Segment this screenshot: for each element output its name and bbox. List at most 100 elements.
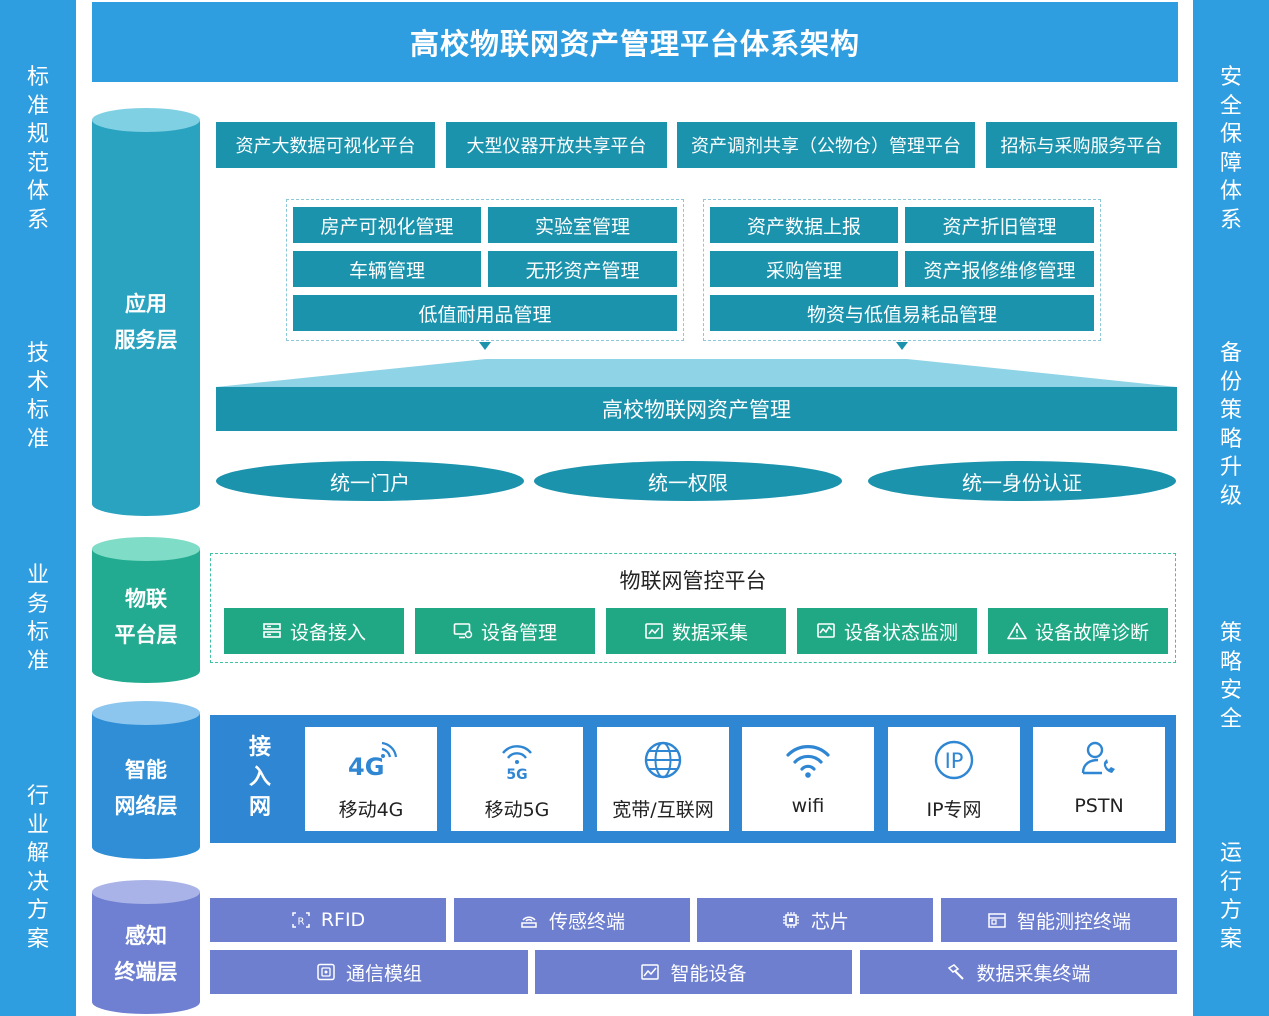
4g-signal-icon: 4G	[348, 741, 398, 781]
side-char: 案	[26, 926, 49, 952]
security-system-label: 安 全 保 障 体 系	[1193, 64, 1269, 235]
operation-plan-label: 运 行 方 案	[1193, 840, 1269, 954]
side-char: 备	[1219, 341, 1242, 366]
phone-user-icon	[1081, 741, 1115, 775]
net-card-broadband: 宽带/互联网	[597, 727, 729, 831]
net-card-wifi: wifi	[742, 727, 874, 831]
iot-platform-frame	[210, 553, 1176, 663]
side-char: 份	[1219, 369, 1242, 395]
side-char: 级	[1219, 483, 1242, 509]
unified-permission: 统一权限	[534, 461, 842, 501]
chip-icon	[782, 912, 799, 928]
side-char: 方	[26, 898, 49, 923]
module-housing-visualization: 房产可视化管理	[293, 207, 481, 243]
wifi-icon	[786, 745, 830, 778]
side-char: 运	[1219, 841, 1242, 866]
module-vehicle: 车辆管理	[293, 251, 481, 287]
side-char: 安	[1219, 65, 1242, 90]
side-char: 全	[1219, 706, 1242, 732]
side-char: 系	[1219, 207, 1242, 233]
side-char: 行	[1219, 869, 1242, 895]
unified-portal: 统一门户	[216, 461, 524, 501]
side-char: 决	[26, 869, 49, 895]
arrow-down-icon	[896, 342, 908, 350]
platform-visualization: 资产大数据可视化平台	[216, 122, 435, 168]
term-layer-cylinder: 感知 终端层	[92, 880, 200, 1014]
iot-item-label: 设备状态监测	[843, 621, 958, 644]
access-network-label: 接 入 网	[244, 733, 276, 823]
side-char: 解	[26, 841, 49, 866]
side-char: 体	[26, 179, 49, 204]
module-data-report: 资产数据上报	[710, 207, 898, 243]
net-item-label: 移动5G	[484, 799, 550, 821]
iot-data-collect: 数据采集	[606, 608, 786, 654]
control-terminal-icon	[988, 913, 1006, 928]
net-item-label: 宽带/互联网	[612, 799, 714, 821]
industry-solution-label: 行 业 解 决 方 案	[0, 783, 76, 954]
module-repair: 资产报修维修管理	[905, 251, 1094, 287]
left-sidebar: 标 准 规 范 体 系 技 术 标 准 业 务 标 准 行 业 解 决 方 案	[0, 0, 76, 1016]
side-char: 安	[1219, 678, 1242, 703]
term-layer-label-1: 感知	[125, 924, 167, 948]
module-consumables: 物资与低值易耗品管理	[710, 295, 1094, 331]
side-char: 准	[26, 648, 49, 674]
iot-status-monitor: 设备状态监测	[797, 608, 977, 654]
side-char: 策	[1219, 621, 1242, 646]
core-platform-shape	[216, 359, 1177, 431]
ip-badge-text: IP	[945, 749, 964, 773]
iot-layer-label-2: 平台层	[114, 623, 178, 647]
side-char: 体	[1219, 179, 1242, 204]
side-char: 准	[26, 93, 49, 119]
tech-standard-label: 技 术 标 准	[0, 340, 76, 454]
standard-system-label: 标 准 规 范 体 系	[0, 64, 76, 235]
side-char: 标	[26, 398, 49, 423]
term-layer-label-2: 终端层	[114, 960, 178, 984]
net-item-label: 移动4G	[338, 799, 404, 821]
sensor-icon	[521, 916, 537, 928]
term-item-label: 智能测控终端	[1016, 910, 1131, 933]
side-char: 术	[26, 369, 49, 395]
iot-layer-label-1: 物联	[125, 587, 167, 611]
platform-asset-transfer: 资产调剂共享（公物仓）管理平台	[677, 122, 975, 168]
5g-badge-text: 5G	[506, 767, 527, 781]
iot-layer-cylinder: 物联 平台层	[92, 537, 200, 683]
term-item-label: RFID	[320, 909, 366, 931]
net-label-char: 接	[248, 735, 271, 760]
side-char: 策	[1219, 398, 1242, 423]
smart-device-icon	[641, 964, 660, 980]
side-char: 范	[26, 150, 49, 176]
side-char: 业	[26, 812, 49, 838]
iot-device-manage: 设备管理	[415, 608, 595, 654]
iot-item-label: 设备管理	[480, 621, 557, 644]
net-item-label: wifi	[791, 795, 825, 817]
net-card-5g: 5G 移动5G	[451, 727, 583, 831]
net-layer-cylinder: 智能 网络层	[92, 701, 200, 859]
business-standard-label: 业 务 标 准	[0, 562, 76, 676]
net-card-4g: 4G 移动4G	[305, 727, 437, 831]
globe-icon	[644, 741, 682, 779]
term-item-label: 传感终端	[548, 910, 625, 933]
term-sensor: 传感终端	[454, 898, 690, 942]
device-manage-icon	[453, 623, 473, 639]
iot-item-label: 数据采集	[671, 621, 748, 644]
rfid-icon: R	[292, 912, 310, 928]
term-item-label: 智能设备	[670, 962, 747, 985]
iot-item-label: 设备故障诊断	[1034, 621, 1149, 644]
arrow-down-icon	[479, 342, 491, 350]
net-label-char: 网	[248, 795, 271, 820]
5g-signal-icon: 5G	[502, 745, 532, 781]
side-char: 准	[26, 426, 49, 452]
data-collect-icon	[645, 623, 663, 639]
side-char: 标	[26, 620, 49, 645]
net-label-char: 入	[248, 765, 271, 790]
net-card-ip: IP IP专网	[888, 727, 1020, 831]
side-char: 规	[26, 122, 49, 147]
term-item-label: 通信模组	[345, 962, 422, 985]
net-item-label: IP专网	[926, 799, 982, 821]
side-char: 行	[26, 784, 49, 809]
side-char: 略	[1219, 649, 1242, 675]
side-char: 务	[26, 591, 49, 617]
device-access-icon	[263, 623, 281, 638]
net-layer-label-1: 智能	[125, 758, 167, 782]
module-lab: 实验室管理	[488, 207, 677, 243]
